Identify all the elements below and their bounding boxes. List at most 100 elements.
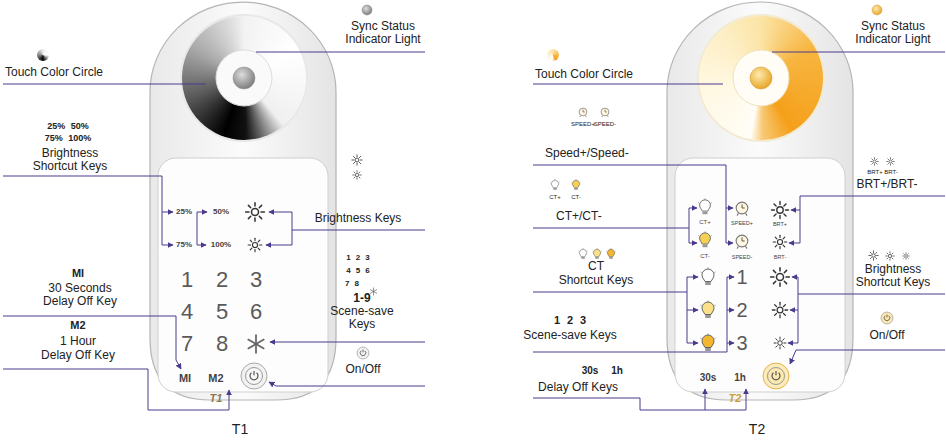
drawing-use xyxy=(881,312,893,324)
drawing-path xyxy=(269,382,425,386)
drawing-path xyxy=(790,350,945,364)
drawing-use xyxy=(698,198,712,214)
drawing-use xyxy=(579,108,587,117)
drawing-path xyxy=(270,342,425,343)
legend-text: SPEED+ xyxy=(571,121,595,128)
drawing-path xyxy=(197,212,207,213)
drawing-use xyxy=(736,235,748,249)
drawing-g xyxy=(533,52,945,410)
drawing-path xyxy=(533,228,689,229)
drawing-circle xyxy=(763,363,789,389)
drawing-circle xyxy=(872,5,882,15)
key-label: BRT+ xyxy=(773,221,787,227)
t1-keypad xyxy=(158,158,328,392)
legend-text: BRT+ xyxy=(867,169,882,176)
key-digit: 8 xyxy=(216,332,228,357)
callout-label: Shortcut Keys xyxy=(559,274,634,287)
drawing-use xyxy=(768,368,785,385)
key-digit: 1 xyxy=(181,268,193,293)
drawing-circle xyxy=(362,5,372,15)
callout-label: CT+/CT- xyxy=(556,210,602,223)
legend-text: 1h xyxy=(611,365,623,376)
drawing-use xyxy=(772,302,787,317)
key-label: M2 xyxy=(208,372,223,384)
key-digit: 5 xyxy=(216,300,228,325)
callout-label: Brightness Keys xyxy=(315,212,402,225)
drawing-path xyxy=(727,277,728,352)
key-digit: 2 xyxy=(216,268,228,293)
t1-icon-ring xyxy=(37,49,49,61)
callout-label: Delay Off Keys xyxy=(538,381,618,394)
drawing-use xyxy=(572,179,581,190)
drawing-circle xyxy=(216,50,272,106)
drawing-path xyxy=(269,212,292,213)
drawing-use xyxy=(601,108,609,117)
t1-shell xyxy=(150,2,336,400)
drawing-path xyxy=(772,52,945,53)
drawing-use xyxy=(701,301,716,319)
drawing-use xyxy=(246,368,263,385)
callout-label: Sync Status Indicator Light xyxy=(335,20,431,47)
legend-text: 7 8 xyxy=(345,280,359,289)
legend-text: CT+ xyxy=(549,194,561,201)
legend-text: 75% 100% xyxy=(45,133,92,143)
drawing-path xyxy=(788,343,798,344)
callout-label: Speed+/Speed- xyxy=(545,147,629,160)
key-digit: 3 xyxy=(250,268,262,293)
callout-label: 1 Hour xyxy=(60,335,96,348)
drawing-path xyxy=(162,245,173,246)
legend-text: 1 2 3 xyxy=(554,314,586,326)
drawing-use xyxy=(698,231,712,247)
drawing-path xyxy=(162,212,173,213)
drawing-path xyxy=(3,369,229,410)
key-label: 100% xyxy=(211,241,231,250)
t2-icon-ring xyxy=(547,49,559,61)
drawing-path xyxy=(687,277,698,278)
t2-keypad xyxy=(675,158,845,392)
key-digit: 3 xyxy=(736,332,747,354)
drawing-path xyxy=(197,245,206,246)
drawing-use xyxy=(773,235,787,249)
callout-label: Brightness Shortcut Keys xyxy=(24,147,116,174)
drawing-path xyxy=(689,208,690,243)
key-digit: 1 xyxy=(736,266,747,288)
drawing-path xyxy=(3,176,162,245)
drawing-use xyxy=(248,238,262,252)
drawing-use xyxy=(551,179,560,190)
legend-text: 1 2 3 xyxy=(346,254,369,263)
drawing-use xyxy=(771,268,790,287)
legend-text: 30s xyxy=(582,365,599,376)
key-label: 1h xyxy=(734,372,746,383)
drawing-path xyxy=(687,310,698,311)
callout-label: On/Off xyxy=(869,329,904,342)
key-digit: 2 xyxy=(736,299,747,321)
legend-text: BRT- xyxy=(884,169,898,176)
drawing-path xyxy=(746,389,747,410)
drawing-use xyxy=(869,251,878,260)
drawing-path xyxy=(533,84,723,85)
callout-label: 30 Seconds Delay Off Key xyxy=(34,282,126,309)
drawing-use xyxy=(736,202,748,216)
drawing-path xyxy=(533,352,727,353)
drawing-use xyxy=(579,248,588,258)
drawing-path xyxy=(727,310,734,311)
drawing-path xyxy=(266,245,292,246)
drawing-use xyxy=(887,158,895,166)
drawing-path xyxy=(292,230,425,245)
drawing-path xyxy=(705,389,706,410)
callout-label: CT xyxy=(588,260,604,273)
drawing-use xyxy=(871,158,879,166)
drawing-use xyxy=(370,288,376,295)
drawing-use xyxy=(701,268,716,286)
drawing-use xyxy=(593,248,602,258)
drawing-use xyxy=(352,155,362,165)
callout-label: Scene-save Keys xyxy=(523,329,616,342)
key-digit: 4 xyxy=(181,300,193,325)
key-label: MI xyxy=(179,372,191,384)
figure-caption: T1 xyxy=(232,422,248,438)
callout-label: BRT+/BRT- xyxy=(856,178,917,191)
drawing-use xyxy=(246,203,265,222)
drawing-path xyxy=(689,243,697,244)
drawing-circle xyxy=(233,67,255,89)
